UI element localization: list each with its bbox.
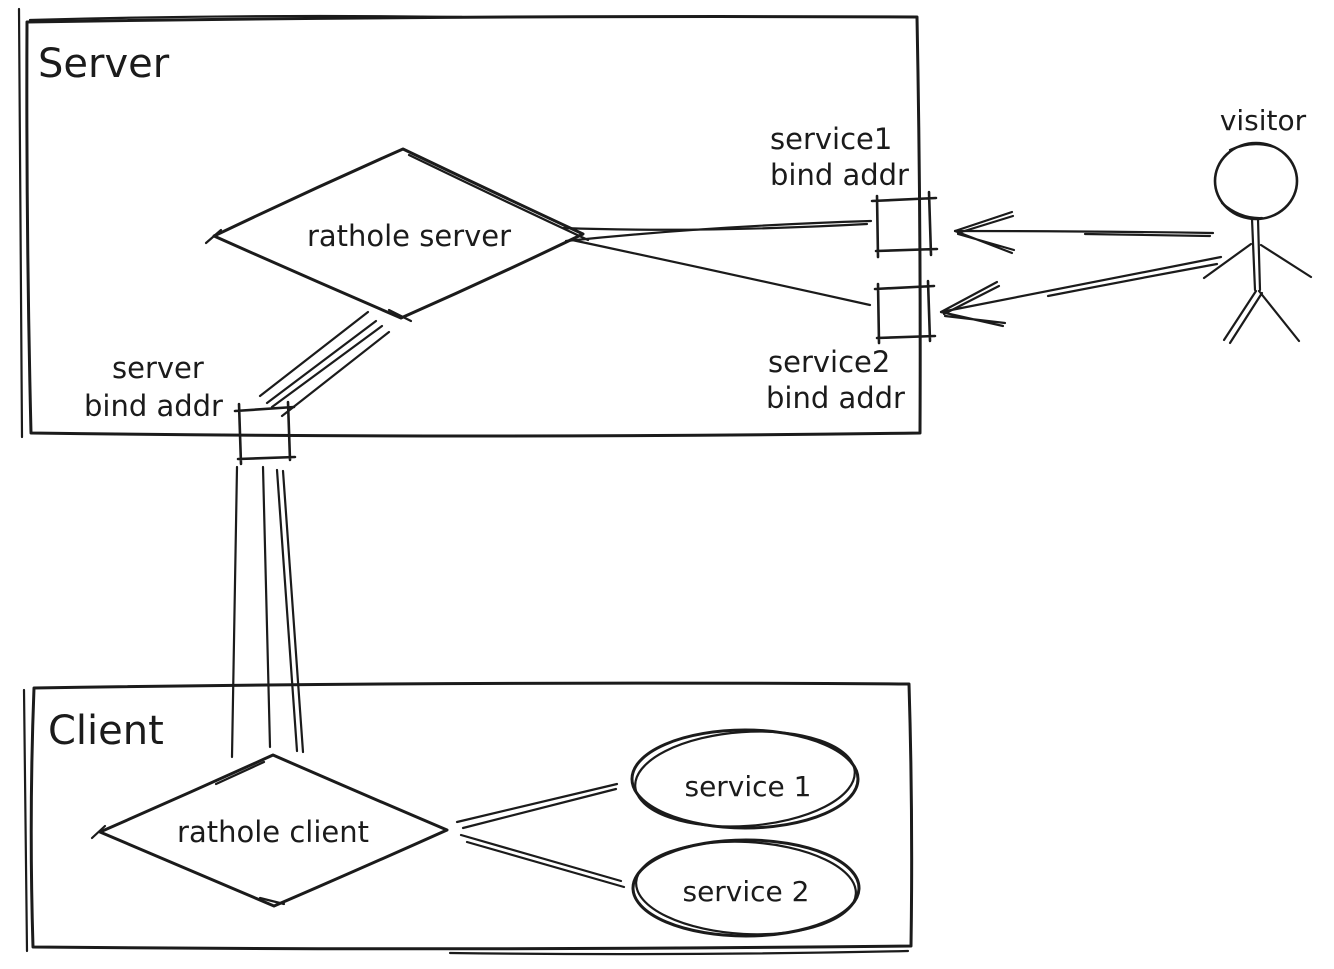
server-box-sketch-left — [17, 7, 24, 439]
rathole-server-diamond-tick-left — [204, 228, 223, 245]
tunnel-upper-stroke1 — [258, 310, 370, 398]
server-box-outline — [25, 15, 922, 438]
rathole-client-label: rathole client — [177, 815, 369, 849]
link-server-to-service1-bind — [561, 219, 873, 243]
tunnel-lines-upper — [258, 310, 391, 418]
tunnel-lower-stroke4 — [281, 469, 305, 754]
tunnel-lines-lower — [230, 465, 305, 759]
client-box-sketch-bottom — [448, 949, 910, 956]
visitor-body — [1250, 217, 1262, 292]
visitor-head-sketch-bottom — [1220, 201, 1264, 220]
tunnel-lower-stroke1 — [230, 465, 239, 759]
visitor-arm-right — [1259, 243, 1313, 279]
link-client-service1-stroke2 — [461, 787, 618, 830]
client-box: Client — [22, 681, 914, 956]
service1-ellipse — [630, 728, 860, 830]
service1-ellipse-sketch — [634, 730, 856, 828]
tunnel-lower-stroke3 — [275, 468, 299, 753]
tunnel-upper-stroke3 — [270, 324, 384, 409]
service2-bind-addr-line2: bind addr — [766, 381, 905, 415]
visitor-arrow2-head — [939, 280, 1007, 328]
service2-node: service 2 — [631, 838, 861, 938]
service2-label: service 2 — [682, 875, 809, 908]
rathole-client-node: rathole client — [90, 753, 449, 908]
rathole-server-diamond-tick-bottom — [387, 308, 413, 323]
service1-label: service 1 — [684, 770, 811, 803]
visitor-arrow-to-service2 — [939, 255, 1223, 328]
server-box-sketch-top — [28, 14, 464, 22]
rathole-server-node: rathole server — [204, 147, 590, 323]
service1-bind-addr-square — [870, 190, 939, 259]
link-client-to-service1 — [455, 782, 619, 830]
rathole-server-diamond — [212, 147, 585, 320]
client-box-sketch-left — [22, 688, 29, 953]
link-server-service1-stroke1 — [564, 219, 873, 243]
visitor-arrow1-shaft — [953, 229, 1215, 235]
service2-ellipse — [631, 838, 861, 938]
rathole-client-diamond-tick-left — [90, 824, 107, 840]
visitor-head-sketch-top — [1228, 143, 1276, 152]
visitor-arrow2-shaft — [939, 255, 1223, 314]
link-client-service2-stroke1 — [459, 833, 623, 883]
service1-bind-addr-line1: service1 — [770, 122, 892, 156]
service1-bind-addr-line2: bind addr — [770, 158, 909, 192]
link-client-service2-stroke2 — [465, 840, 626, 889]
link-client-to-service2 — [459, 833, 626, 889]
link-server-to-service2-bind — [570, 238, 872, 307]
visitor-leg-left — [1222, 289, 1264, 345]
visitor-arrow1-head — [953, 210, 1016, 255]
rathole-client-diamond-sketch — [214, 760, 266, 786]
service2-bind-addr-label: service2 bind addr — [766, 345, 905, 415]
server-bind-addr-line1: server — [112, 351, 204, 385]
rathole-client-diamond-tick-bottom — [258, 896, 286, 906]
visitor-figure: visitor — [1202, 104, 1313, 345]
rathole-client-diamond — [98, 753, 449, 908]
service1-bind-addr-label: service1 bind addr — [770, 122, 909, 192]
tunnel-upper-stroke2 — [265, 319, 378, 405]
link-server-service2-stroke — [570, 238, 872, 307]
server-bind-addr-line2: bind addr — [84, 389, 223, 423]
server-bind-addr-label: server bind addr — [84, 351, 223, 423]
client-box-label: Client — [48, 708, 164, 754]
service2-bind-addr-line1: service2 — [768, 345, 890, 379]
server-bind-addr-square — [233, 400, 297, 466]
service2-bind-addr-square — [873, 279, 937, 345]
service1-node: service 1 — [630, 728, 860, 830]
visitor-label: visitor — [1220, 104, 1307, 137]
rathole-server-diamond-sketch — [407, 153, 590, 242]
visitor-leg-right — [1257, 289, 1301, 343]
link-server-service1-stroke2 — [561, 222, 869, 231]
tunnel-lower-stroke2 — [261, 465, 272, 749]
service2-ellipse-sketch — [635, 840, 857, 936]
service1-bind-addr-port — [870, 190, 939, 259]
visitor-arrow-to-service1 — [953, 210, 1215, 255]
server-box-label: Server — [38, 41, 170, 87]
service2-bind-addr-port — [873, 279, 937, 345]
rathole-server-label: rathole server — [307, 219, 511, 253]
server-bind-addr-port — [233, 400, 297, 466]
client-box-outline — [29, 681, 914, 951]
link-client-service1-stroke1 — [455, 782, 619, 824]
visitor-arrow1-shaft-sketch — [1083, 232, 1212, 238]
visitor-arrow2-shaft-sketch — [1046, 262, 1219, 298]
visitor-arm-left — [1202, 242, 1253, 280]
tunnel-upper-stroke4 — [280, 330, 391, 418]
server-box: Server — [17, 7, 922, 439]
